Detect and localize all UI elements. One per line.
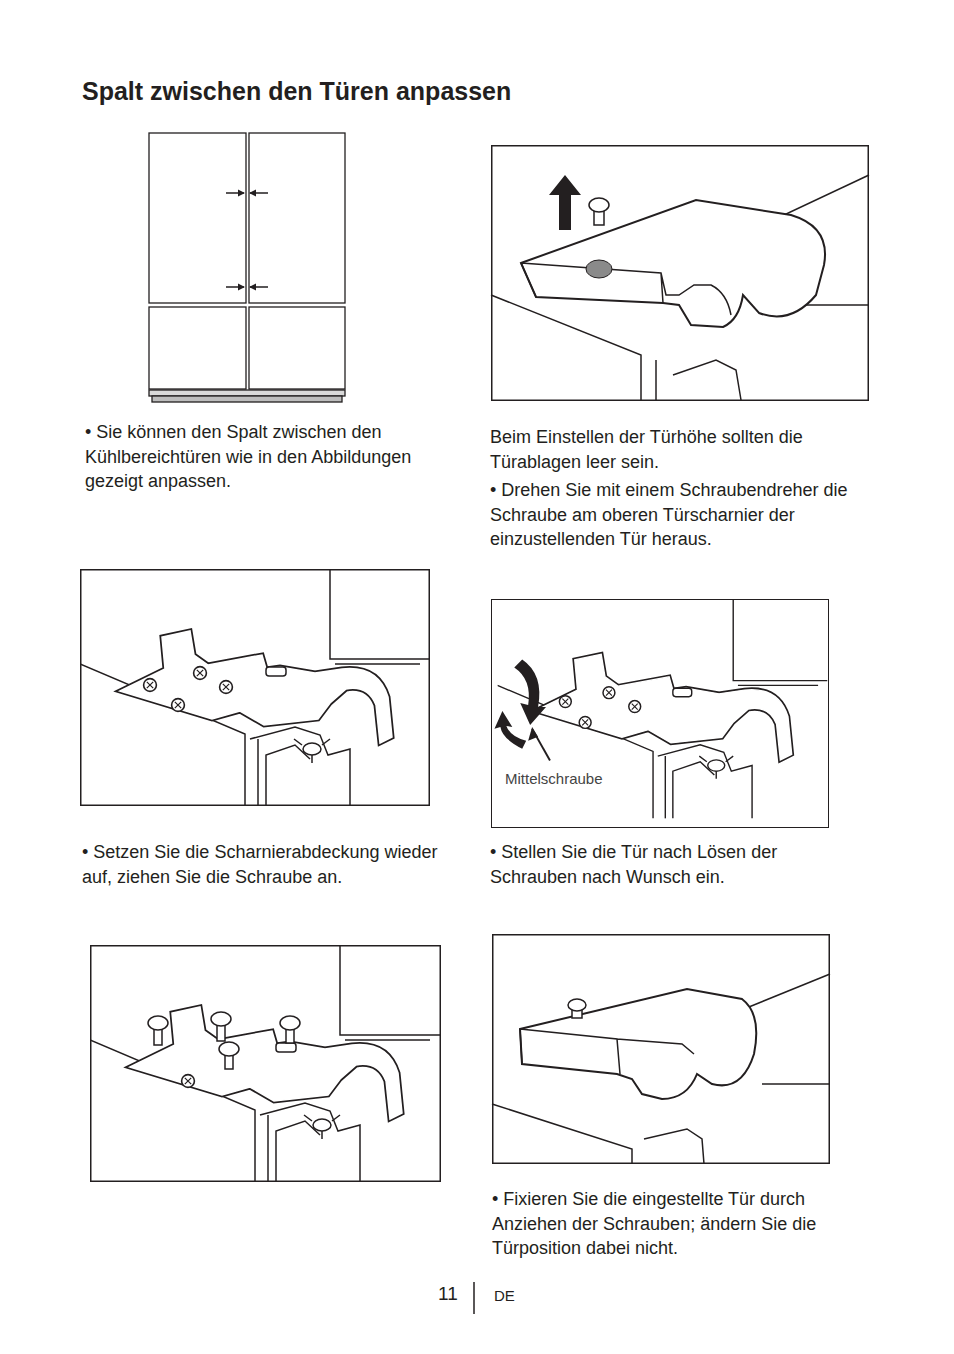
illustration-panel: Mittelschraube <box>491 599 829 828</box>
note-text: Beim Einstellen der Türhöhe sollten die … <box>490 425 862 474</box>
screw <box>629 701 641 713</box>
hinge-plate <box>497 600 827 818</box>
rotate-arrow <box>514 659 546 724</box>
page-separator <box>470 1280 480 1316</box>
screw <box>559 696 571 708</box>
instruction-text: • Drehen Sie mit einem Schraubendreher d… <box>490 478 865 552</box>
callout-label: Mittelschraube <box>505 770 603 788</box>
rotate-arrow <box>494 711 526 749</box>
hinge-cover-panel <box>492 934 830 1164</box>
hinge-cover-panel <box>491 145 869 401</box>
leader-arrowhead <box>528 727 538 741</box>
instruction-text: • Stellen Sie die Tür nach Lösen der Sch… <box>490 840 850 889</box>
instruction-text: • Sie können den Spalt zwischen den Kühl… <box>85 420 455 494</box>
instruction-text: • Fixieren Sie die eingestellte Tür durc… <box>492 1187 862 1261</box>
hinge-adjust-drawing <box>492 600 828 827</box>
language-code: DE <box>494 1286 524 1306</box>
screw <box>579 716 591 728</box>
fridge-front-view <box>140 125 355 415</box>
instruction-text: • Setzen Sie die Scharnierabdeckung wied… <box>82 840 447 889</box>
page-title: Spalt zwischen den Türen anpassen <box>82 76 511 106</box>
hinge-plate-panel <box>90 945 441 1182</box>
hinge-plate-panel <box>80 569 430 806</box>
page-number: 11 <box>438 1282 468 1306</box>
screw <box>603 687 615 699</box>
